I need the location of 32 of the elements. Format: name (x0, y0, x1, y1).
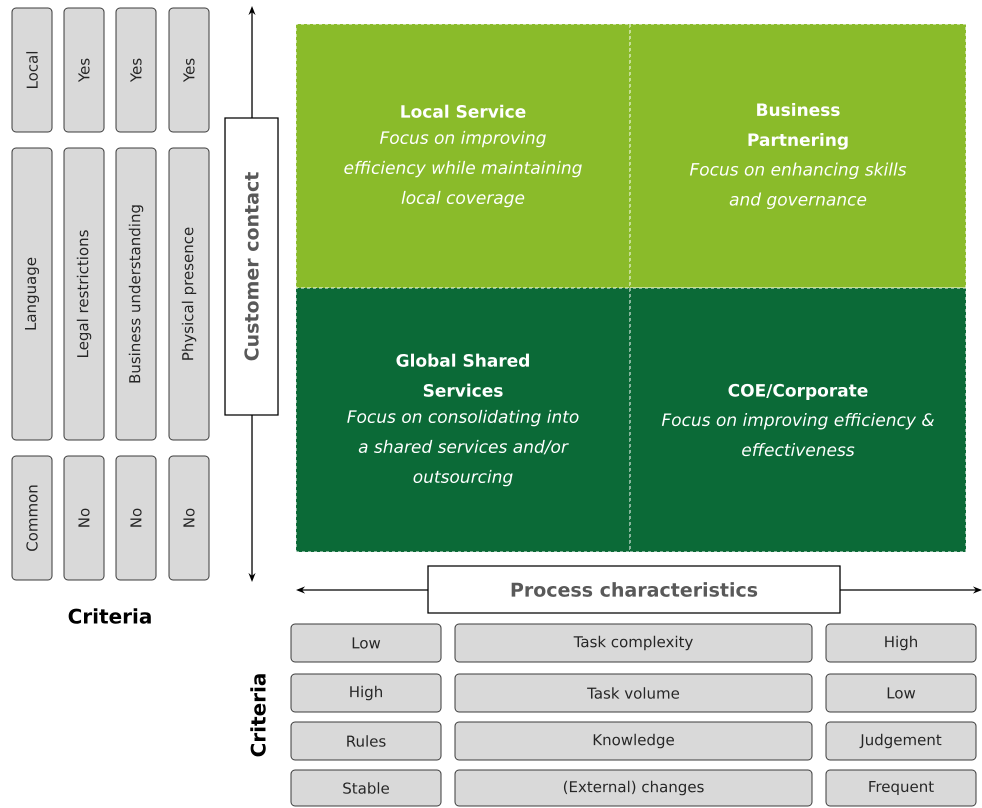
criterion-box: Stable (290, 770, 442, 806)
criterion-box: High (290, 674, 442, 712)
criterion-box: No (116, 456, 156, 580)
quadrant-box: Business Partnering Focus on enhancing skills and governance (630, 24, 966, 288)
criterion-box: Yes (116, 8, 156, 132)
criterion-box: No (64, 456, 104, 580)
criterion-box: Task complexity (454, 624, 812, 662)
criterion-box: Rules (290, 722, 442, 760)
criteria-label: Criteria (250, 674, 266, 756)
criterion-box: Business understanding (116, 148, 156, 440)
criteria-label: Criteria (68, 608, 151, 624)
criterion-box: High (826, 624, 976, 662)
axis-label-box: Process characteristics (427, 565, 841, 614)
criterion-box: Frequent (826, 770, 976, 806)
criterion-box: (External) changes (454, 770, 812, 806)
criterion-box: Common (12, 456, 52, 580)
criterion-box: Legal restrictions (64, 148, 104, 440)
quadrant-box: Local Service Focus on improving efficiency while maintaining local coverage (296, 24, 630, 288)
quadrant-box: Global Shared Services Focus on consolidating into a shared services and/or outsourcing (296, 288, 630, 552)
criterion-box: Low (826, 674, 976, 712)
criterion-box: Low (290, 624, 442, 662)
axis-label-box: Customer contact (224, 117, 279, 416)
criterion-box: Yes (168, 8, 210, 132)
quadrant-box: COE/Corporate Focus on improving efficiency & effectiveness (630, 288, 966, 552)
criterion-box: Local (12, 8, 52, 132)
criterion-box: No (168, 456, 210, 580)
criterion-box: Physical presence (168, 148, 210, 440)
criterion-box: Language (12, 148, 52, 440)
criterion-box: Knowledge (454, 722, 812, 760)
criterion-box: Yes (64, 8, 104, 132)
criterion-box: Judgement (826, 722, 976, 760)
criterion-box: Task volume (454, 674, 812, 712)
